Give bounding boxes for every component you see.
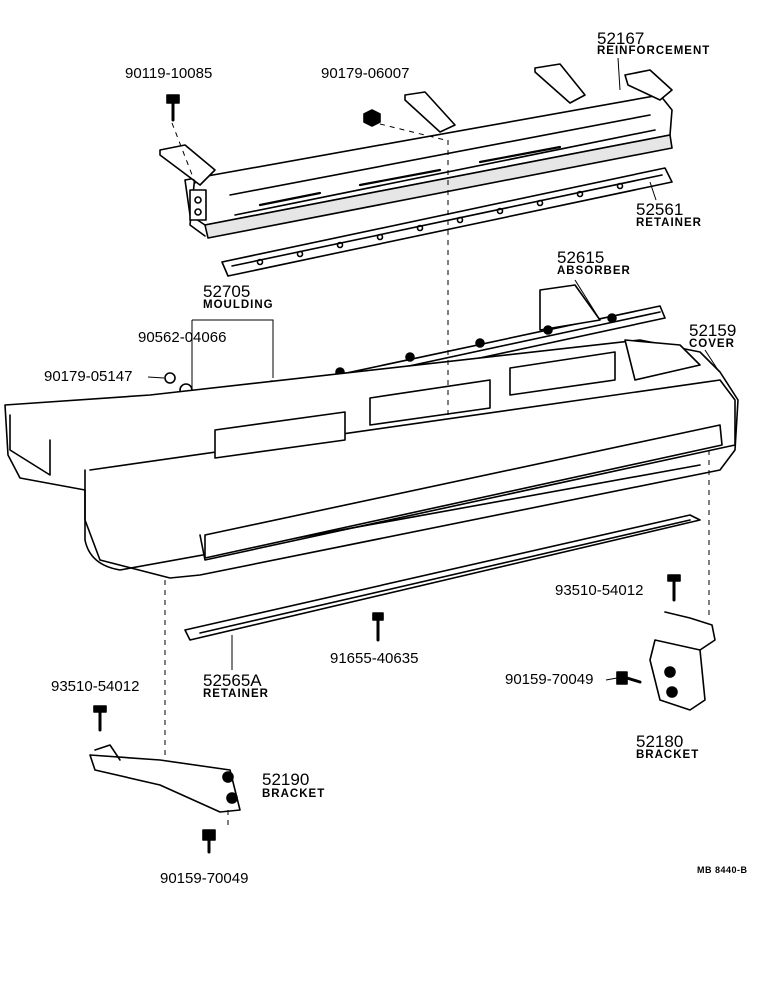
label-bolt-left: 90159-70049 xyxy=(160,870,249,887)
screw-right xyxy=(667,574,681,602)
label-bolt-right: 90159-70049 xyxy=(505,671,594,688)
screw-left xyxy=(93,705,107,732)
alignment-lines xyxy=(164,122,710,830)
label-retainer-upper-part: 52561 xyxy=(636,200,684,219)
label-screw-left: 93510-54012 xyxy=(51,678,140,695)
label-bolt-top: 90119-10085 xyxy=(125,65,213,82)
label-bracket-right-name: BRACKET xyxy=(636,749,700,761)
label-clip: 90562-04066 xyxy=(138,329,227,346)
label-moulding-name: MOULDING xyxy=(203,299,274,311)
retainer-upper-part xyxy=(221,167,673,277)
nut-top xyxy=(363,109,381,127)
bolt-top xyxy=(166,94,180,122)
label-absorber-part: 52615 xyxy=(557,248,605,267)
label-bracket-right-part: 52180 xyxy=(636,732,684,751)
label-retainer-lower-part: 52565A xyxy=(203,671,262,690)
bolt-left xyxy=(202,829,216,854)
bracket-right-part xyxy=(649,611,716,711)
label-absorber-name: ABSORBER xyxy=(557,265,631,277)
label-reinforcement-name: REINFORCEMENT xyxy=(597,45,711,57)
reinforcement-part xyxy=(159,63,673,239)
leader-lines xyxy=(147,57,719,681)
retainer-lower-part xyxy=(184,514,701,641)
label-nut-top: 90179-06007 xyxy=(321,65,410,82)
label-bracket-left-part: 52190 xyxy=(262,770,310,789)
screw-center xyxy=(372,612,384,642)
label-screw-right: 93510-54012 xyxy=(555,582,644,599)
label-cover-part: 52159 xyxy=(689,321,737,340)
cover-part xyxy=(4,339,739,579)
label-nut-left: 90179-05147 xyxy=(44,368,133,385)
label-cover-name: COVER xyxy=(689,338,735,350)
bolt-right xyxy=(616,671,642,685)
label-retainer-lower-name: RETAINER xyxy=(203,688,269,700)
label-bracket-left-name: BRACKET xyxy=(262,788,326,800)
label-screw-center: 91655-40635 xyxy=(330,650,419,667)
label-retainer-upper-name: RETAINER xyxy=(636,217,702,229)
bracket-left-part xyxy=(89,744,241,813)
label-moulding-part: 52705 xyxy=(203,282,251,301)
label-reinforcement-part: 52167 xyxy=(597,29,645,48)
figure-code: MB 8440-B xyxy=(697,865,748,875)
